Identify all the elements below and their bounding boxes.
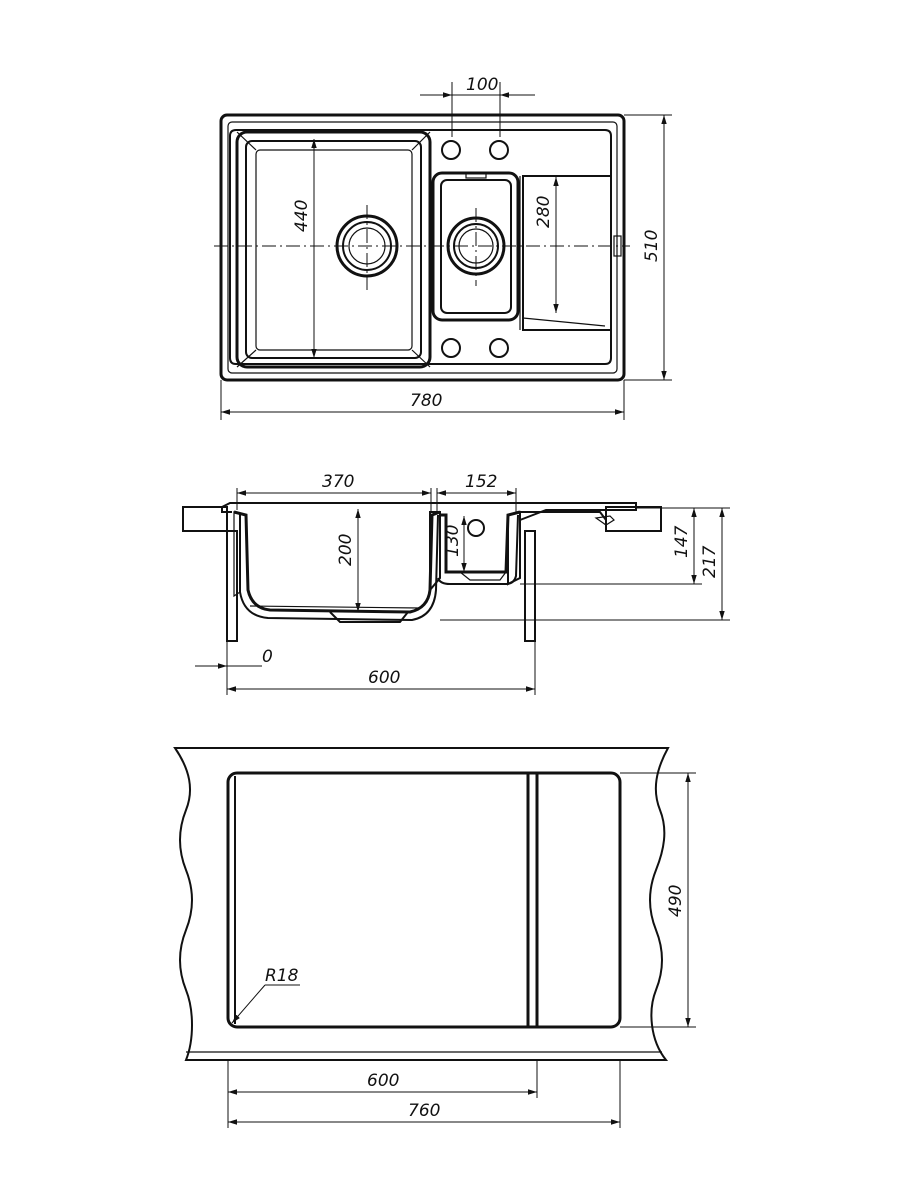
small-bowl-inner [440, 179, 512, 314]
dim-overall-width: 780 [410, 391, 442, 411]
sink-outline [219, 113, 626, 382]
dim-sink-height: 147 [672, 525, 692, 558]
cabinet-wall-left [226, 530, 238, 642]
dim-main-bowl-width: 370 [322, 472, 354, 492]
dim-main-bowl-depth: 440 [292, 200, 312, 232]
top-view: 100 440 280 510 780 [214, 75, 672, 420]
dim-total-height: 217 [700, 545, 720, 578]
tap-hole-icon [441, 140, 461, 160]
dim-small-bowl-height: 130 [443, 525, 463, 557]
cutout-view: R18 490 600 760 [173, 747, 696, 1128]
main-bowl-floor [255, 149, 413, 351]
overflow-hole-icon [467, 519, 485, 537]
countertop-cutout [173, 747, 670, 1061]
sink-rim-inner [227, 121, 618, 374]
dim-overall-depth: 510 [642, 230, 662, 262]
dim-main-bowl-height: 200 [336, 534, 356, 566]
dim-cutout-width: 760 [408, 1101, 440, 1121]
dim-cabinet-width: 600 [368, 668, 400, 688]
overflow-slot-icon [613, 235, 622, 257]
dim-small-bowl-width: 152 [465, 472, 497, 492]
tap-hole-icon [441, 338, 461, 358]
deck-outline [229, 129, 612, 365]
main-bowl-section [233, 510, 441, 614]
dim-cabinet-width-cutout: 600 [367, 1071, 399, 1091]
main-bowl [235, 130, 432, 369]
countertop-left [182, 506, 228, 532]
section-view: 370 152 200 130 147 217 0 600 [182, 472, 730, 695]
tap-hole-icon [489, 140, 509, 160]
cabinet-wall-right [524, 530, 536, 642]
dim-hole-spacing: 100 [466, 75, 498, 95]
dim-offset: 0 [262, 647, 273, 667]
dim-cutout-depth: 490 [666, 885, 686, 917]
dim-corner-radius: R18 [265, 966, 299, 986]
main-bowl-inner [245, 140, 422, 359]
sink-cutout [226, 771, 622, 1029]
tap-hole-icon [489, 338, 509, 358]
dim-small-bowl-depth: 280 [534, 196, 554, 228]
